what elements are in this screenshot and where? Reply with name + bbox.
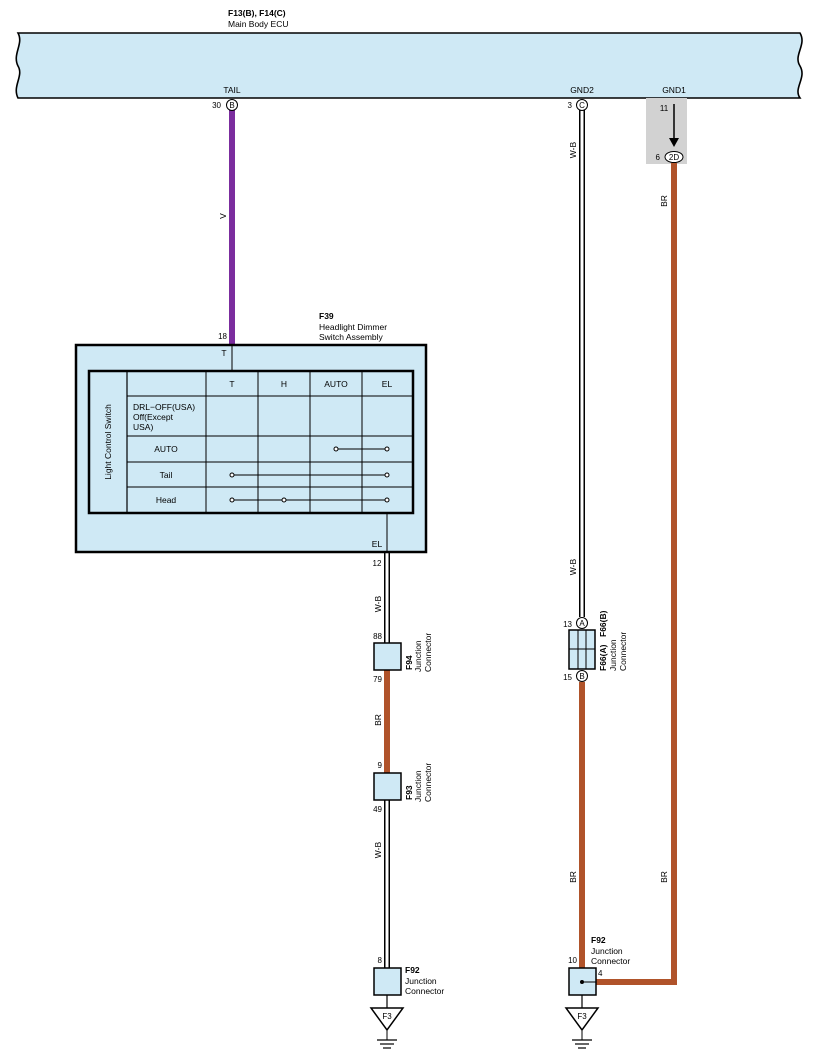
col-header-h: H (281, 379, 287, 389)
f93-pin-top: 9 (378, 761, 383, 770)
continuity-head-row (229, 497, 390, 503)
gnd2-label: GND2 (570, 85, 594, 95)
f92-right-ref: F92 (591, 935, 606, 945)
f66-conn-b-id: B (579, 672, 584, 681)
f94-line1: Junction (413, 640, 423, 672)
switch-name-line2: Switch Assembly (319, 332, 384, 342)
f66-ref-b: F66(B) (598, 610, 608, 637)
gnd1-label: GND1 (662, 85, 686, 95)
row-label-drl-off-3: USA) (133, 422, 153, 432)
switch-terminal-el: EL (372, 539, 383, 549)
f66-ref-a: F66(A) (598, 644, 608, 671)
f94-ref: F94 (404, 655, 414, 670)
gnd1-arrow-icon (669, 138, 679, 147)
switch-terminal-t: T (221, 348, 226, 358)
f92-right-line2: Connector (591, 956, 630, 966)
col-header-auto: AUTO (324, 379, 348, 389)
f66-line1: Junction (608, 639, 618, 671)
wire-label-el: W-B (373, 595, 383, 612)
wire-label-gnd1-upper: BR (659, 195, 669, 207)
row-label-drl-off-2: Off(Except (133, 412, 174, 422)
f92-right-pin-right: 4 (598, 969, 603, 978)
f93-line2: Connector (423, 763, 433, 802)
wire-label-f94-f93: BR (373, 714, 383, 726)
wire-label-gnd2-lower: W-B (568, 558, 578, 575)
ecu-ref: F13(B), F14(C) (228, 8, 286, 18)
f92-left-line2: Connector (405, 986, 444, 996)
f94-pin-top: 88 (373, 632, 382, 641)
f94-line2: Connector (423, 633, 433, 672)
f92-right-pin-left: 10 (568, 956, 577, 965)
f92-left-line1: Junction (405, 976, 437, 986)
continuity-tail-row (229, 472, 390, 478)
gnd1-pin: 11 (660, 104, 669, 113)
ground-right-label: F3 (577, 1012, 587, 1021)
f92-right-line1: Junction (591, 946, 623, 956)
f92-left-ref: F92 (405, 965, 420, 975)
f66-conn-a-circle (576, 617, 588, 629)
switch-name-line1: Headlight Dimmer (319, 322, 387, 332)
wire-label-tail: V (218, 213, 228, 219)
row-label-auto: AUTO (154, 444, 178, 454)
light-control-switch-table (87, 369, 415, 515)
f93-line1: Junction (413, 770, 423, 802)
f94-pin-bottom: 79 (373, 675, 382, 684)
wire-label-gnd2-upper: W-B (568, 141, 578, 158)
tail-connector-id: B (229, 101, 234, 110)
gnd1-pin2: 6 (656, 153, 661, 162)
switch-ref: F39 (319, 311, 334, 321)
f92-left-connector (373, 967, 402, 996)
f66-line2: Connector (618, 632, 628, 671)
light-control-switch-label: Light Control Switch (103, 404, 113, 480)
f93-pin-bottom: 49 (373, 805, 382, 814)
ground-right-icon (564, 1007, 600, 1049)
col-header-t: T (229, 379, 234, 389)
f66-conn-b-circle (576, 670, 588, 682)
f92-right-junction-dot (580, 980, 584, 984)
f93-ref: F93 (404, 785, 414, 800)
row-label-head: Head (156, 495, 177, 505)
f66-conn-a-id: A (579, 619, 585, 628)
ground-left-icon (369, 1007, 405, 1049)
tail-pin: 30 (212, 101, 221, 110)
wire-gnd1-br (596, 163, 677, 985)
f66-pin-bottom: 15 (563, 673, 572, 682)
f66-connector (568, 629, 596, 670)
ground-left-label: F3 (382, 1012, 392, 1021)
wire-label-f93-f92: W-B (373, 841, 383, 858)
tail-connector-circle (226, 99, 238, 111)
main-body-ecu (15, 32, 803, 99)
row-label-drl-off-1: DRL−OFF(USA) (133, 402, 195, 412)
gnd1-connector-id: 2D (669, 153, 679, 162)
f93-connector (373, 772, 402, 801)
f66-pin-top: 13 (563, 620, 572, 629)
gnd2-connector-id: C (579, 101, 585, 110)
f92-left-pin: 8 (378, 956, 383, 965)
ecu-name: Main Body ECU (228, 19, 288, 29)
gnd1-connector-ellipse (664, 151, 684, 163)
col-header-el: EL (382, 379, 393, 389)
wire-label-f66-f92: BR (568, 871, 578, 883)
wire-label-gnd1-lower: BR (659, 871, 669, 883)
switch-pin-el: 12 (373, 559, 382, 568)
gnd2-pin: 3 (568, 101, 573, 110)
continuity-auto-row (333, 446, 390, 452)
row-label-tail: Tail (160, 470, 173, 480)
switch-pin-t: 18 (218, 332, 227, 341)
gnd2-connector-circle (576, 99, 588, 111)
f94-connector (373, 642, 402, 671)
tail-label: TAIL (223, 85, 241, 95)
